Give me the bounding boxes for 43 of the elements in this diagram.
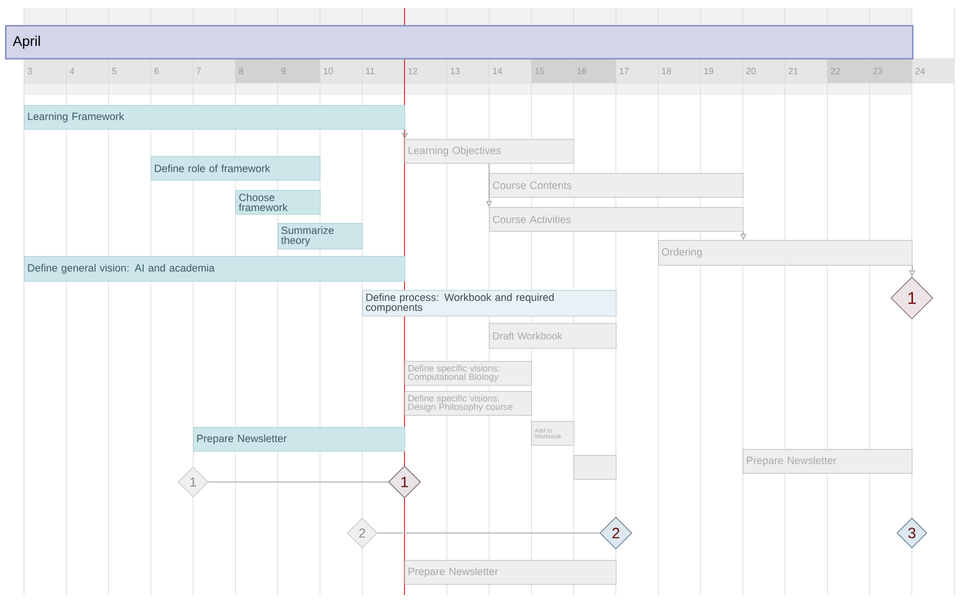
day-number: 3	[28, 68, 32, 74]
task-bar	[574, 455, 616, 480]
task-bar: Draft Workbook	[489, 323, 616, 349]
day-number: 19	[704, 68, 714, 74]
day-number: 6	[154, 68, 159, 74]
day-number: 5	[112, 68, 116, 74]
task-bar: Prepare Newsletter	[193, 427, 406, 452]
task-bar: Summarize theory	[278, 223, 363, 250]
day-number: 24	[916, 68, 925, 74]
day-number: 22	[830, 68, 840, 74]
day-number: 14	[493, 68, 502, 74]
task-bar: Define specific visions: Computational Biology	[404, 361, 532, 386]
connector-line	[378, 532, 600, 534]
day-number: 7	[196, 68, 201, 74]
day-number: 13	[450, 68, 460, 74]
day-number: 20	[746, 68, 756, 74]
task-bar: Define general vision: AI and academia	[24, 256, 406, 282]
task-bar: Ordering	[658, 240, 912, 266]
day-number: 16	[578, 68, 586, 74]
day-number: 17	[620, 68, 629, 74]
task-bar: Learning Framework	[24, 105, 406, 130]
task-bar: Choose framework	[235, 190, 321, 215]
task-bar: Prepare Newsletter	[404, 560, 616, 585]
dependency-arrow	[486, 163, 492, 207]
day-number: 21	[788, 68, 798, 74]
task-bar: Learning Objectives	[404, 139, 574, 164]
task-bar: Prepare Newsletter	[742, 449, 912, 474]
task-bar: Define specific visions: Design Philosophy course	[404, 391, 532, 416]
day-number: 15	[535, 68, 544, 74]
day-number: 8	[239, 68, 244, 74]
day-number: 4	[70, 68, 74, 74]
task-bar: Course Activities	[489, 207, 744, 232]
day-number: 18	[662, 68, 672, 74]
day-number: 10	[324, 68, 333, 74]
task-bar: Define role of framework	[150, 156, 320, 181]
task-bar: Course Contents	[489, 173, 744, 198]
day-number: 23	[873, 68, 882, 74]
day-number: 9	[281, 68, 286, 74]
day-number: 12	[408, 68, 418, 74]
month-band: April	[5, 25, 914, 60]
task-bar: Define process: Workbook and required components	[362, 290, 616, 316]
connector-line	[208, 481, 388, 483]
day-number: 11	[366, 68, 374, 74]
